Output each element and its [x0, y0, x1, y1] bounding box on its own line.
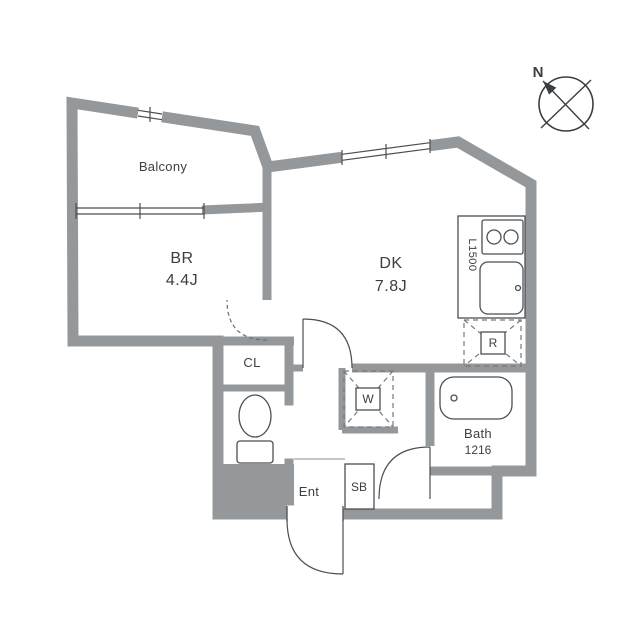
doors: [226, 299, 431, 575]
bathtub-icon: [439, 376, 513, 420]
washer-space: [343, 370, 394, 428]
closet-label: CL: [243, 355, 260, 370]
window-balcony-top: [137, 107, 163, 123]
bathroom: [439, 376, 513, 420]
window-balcony-br: [75, 203, 205, 219]
shoe-box: [344, 463, 375, 510]
bathtub-drain: [450, 394, 458, 402]
windows: [75, 107, 431, 219]
toilet-icon: [236, 394, 274, 464]
stove-icon: [481, 219, 524, 255]
bedroom-size-label: 4.4J: [166, 272, 198, 289]
bath-door: [378, 446, 431, 500]
outer-wall: [66, 96, 537, 520]
balcony-label: Balcony: [139, 159, 188, 174]
kitchen-length-label: L1500: [466, 238, 478, 271]
kitchen-counter: [457, 215, 526, 319]
dk-size-label: 7.8J: [375, 278, 407, 295]
wall-block: [213, 464, 294, 519]
refrigerator-space: [463, 319, 522, 367]
entrance-label: Ent: [299, 484, 320, 499]
bath-size-label: 1216: [465, 443, 492, 457]
walls: [66, 96, 537, 523]
toilet-door-opening: [283, 405, 296, 459]
bath-label: Bath: [464, 426, 492, 441]
labels: Balcony BR 4.4J DK 7.8J L1500 CL W R Bat…: [139, 64, 544, 499]
dk-door: [302, 318, 353, 369]
north-arrow-icon: [538, 76, 594, 132]
north-label: N: [533, 64, 544, 81]
kitchen: [457, 215, 526, 367]
wall-segment-balcony: [201, 202, 272, 215]
br-door-arc: [226, 299, 268, 341]
shoe-box-label: SB: [351, 480, 367, 494]
entrance-door: [286, 506, 344, 575]
washer-label: W: [362, 392, 374, 406]
dk-label: DK: [379, 255, 402, 272]
window-dk-top: [341, 139, 431, 165]
bedroom-label: BR: [170, 250, 193, 267]
kitchen-sink-icon: [479, 261, 524, 315]
refrigerator-label: R: [489, 336, 498, 350]
refrigerator-chip: [480, 331, 506, 355]
entrance-opening: [286, 505, 344, 523]
washer-chip: [355, 387, 381, 411]
